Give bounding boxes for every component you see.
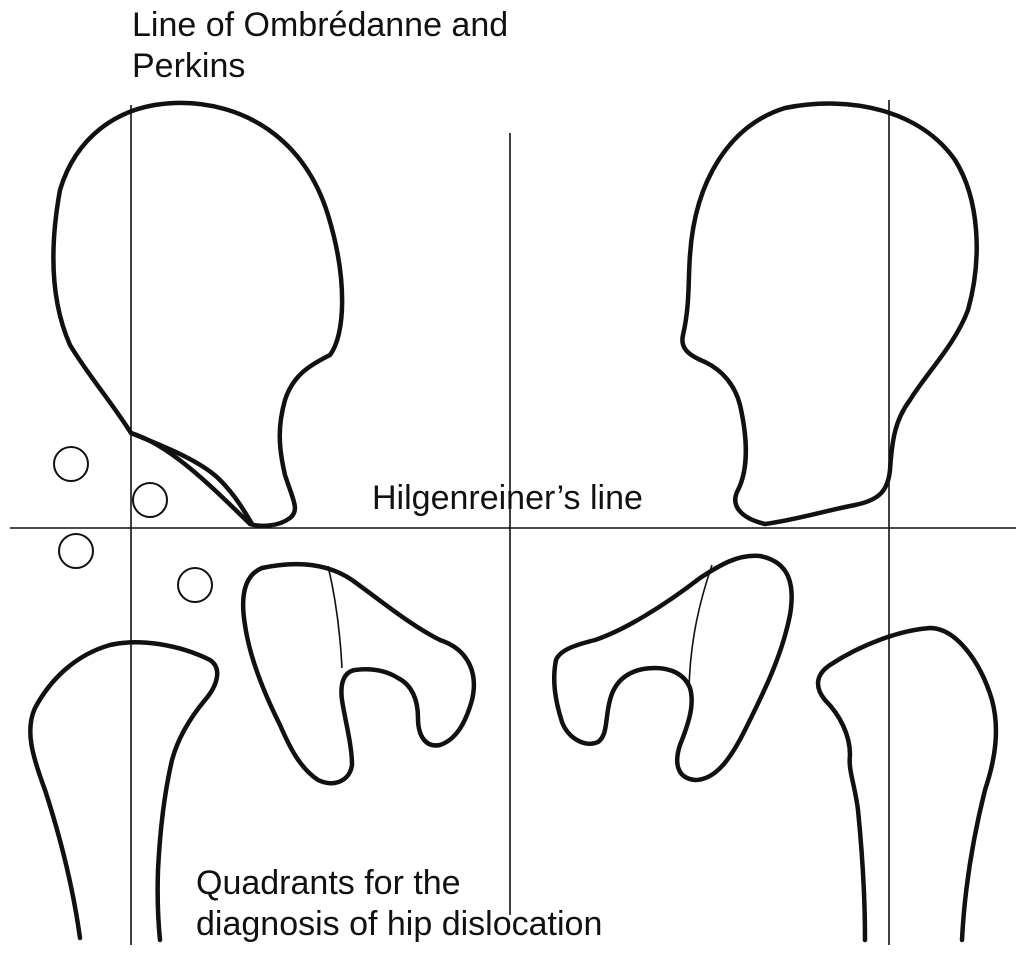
quadrants-label-line-1: Quadrants for the — [196, 864, 461, 902]
ossification-nucleus-3 — [58, 533, 94, 569]
right-femur — [815, 625, 999, 943]
right-triradiate-cartilage — [688, 564, 713, 691]
left-acetabular-roof — [128, 430, 255, 527]
hilgenreiner-line-label: Hilgenreiner’s line — [372, 479, 643, 517]
right-ilium — [680, 101, 979, 527]
left-femur — [28, 640, 220, 943]
quadrants-label: Quadrants for the diagnosis of hip dislo… — [196, 863, 602, 945]
left-ischiopubic-bone — [240, 561, 477, 786]
perkins-line-label: Line of Ombrédanne and Perkins — [132, 5, 508, 87]
ossification-nucleus-1 — [53, 446, 89, 482]
left-ilium — [51, 100, 345, 529]
right-ischiopubic-bone — [552, 553, 794, 783]
ossification-nucleus-2 — [132, 482, 168, 518]
quadrants-label-line-2: diagnosis of hip dislocation — [196, 905, 603, 943]
perkins-line-label-line-1: Line of Ombrédanne and — [132, 6, 509, 44]
ossification-nucleus-4 — [177, 567, 213, 603]
perkins-line-label-line-2: Perkins — [132, 47, 246, 85]
left-triradiate-cartilage — [327, 565, 343, 669]
